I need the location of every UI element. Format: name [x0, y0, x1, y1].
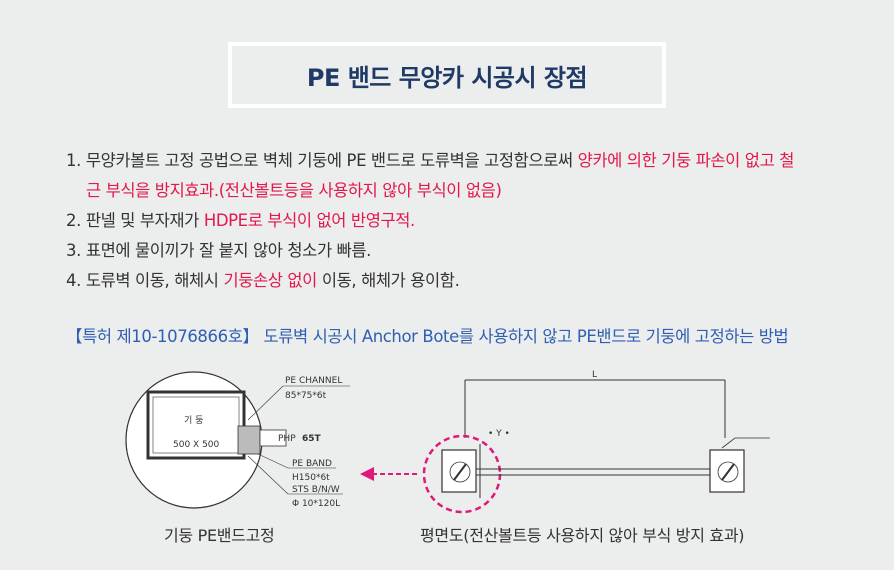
pe-band-size: H150*6t [292, 473, 330, 483]
pipe-shape [259, 429, 287, 447]
right-column-shape [709, 449, 745, 493]
column-size: 500 X 500 [173, 440, 220, 450]
pe-channel-shape [237, 425, 261, 455]
php-label: PHP [278, 434, 296, 444]
column-band-diagram: 기 둥 500 X 500 PE CHANNEL 85*75*6t PHP 65… [125, 371, 350, 509]
pe-channel-label: PE CHANNEL [285, 376, 342, 386]
column-label: 기 둥 [184, 415, 203, 426]
list-item: 2. 판넬 및 부자재가 HDPE로 부식이 없어 반영구적. [66, 211, 415, 230]
right-caption: 평면도(전산볼트등 사용하지 않아 부식 방지 효과) [420, 526, 745, 545]
title-box: PE 밴드 무앙카 시공시 장점 [228, 42, 666, 108]
column-shape [146, 390, 246, 460]
list-item: 4. 도류벽 이동, 해체시 기둥손상 없이 이동, 해체가 용이함. [66, 271, 460, 290]
arrow-icon [360, 467, 418, 481]
left-column-shape [441, 449, 477, 493]
svg-text:• Y •: • Y • [488, 429, 510, 439]
length-label: L [592, 370, 597, 380]
left-caption: 기둥 PE밴드고정 [164, 526, 275, 545]
bolt-size: Φ 10*120L [292, 499, 340, 509]
list-item: 3. 표면에 물이끼가 잘 붙지 않아 청소가 빠름. [66, 241, 371, 260]
highlight-circle [422, 434, 502, 514]
pe-channel-size: 85*75*6t [285, 391, 327, 401]
page-title: PE 밴드 무앙카 시공시 장점 [306, 63, 588, 92]
list-item: 1. 무양카볼트 고정 공법으로 벽체 기둥에 PE 밴드로 도류벽을 고정함으… [66, 151, 794, 170]
column-inner [152, 396, 240, 454]
list-item-continuation: 근 부식을 방지효과.(전산볼트등을 사용하지 않아 부식이 없음) [86, 181, 502, 200]
pe-band-label: PE BAND [292, 459, 332, 469]
advantages-list: 1. 무양카볼트 고정 공법으로 벽체 기둥에 PE 밴드로 도류벽을 고정함으… [66, 146, 846, 296]
bolt-label: STS B/N/W [292, 485, 340, 495]
plan-view-diagram: L • Y • [422, 370, 770, 514]
patent-note: 【특허 제10-1076866호】 도류벽 시공시 Anchor Bote를 사… [66, 327, 789, 346]
php-size: 65T [302, 434, 322, 444]
